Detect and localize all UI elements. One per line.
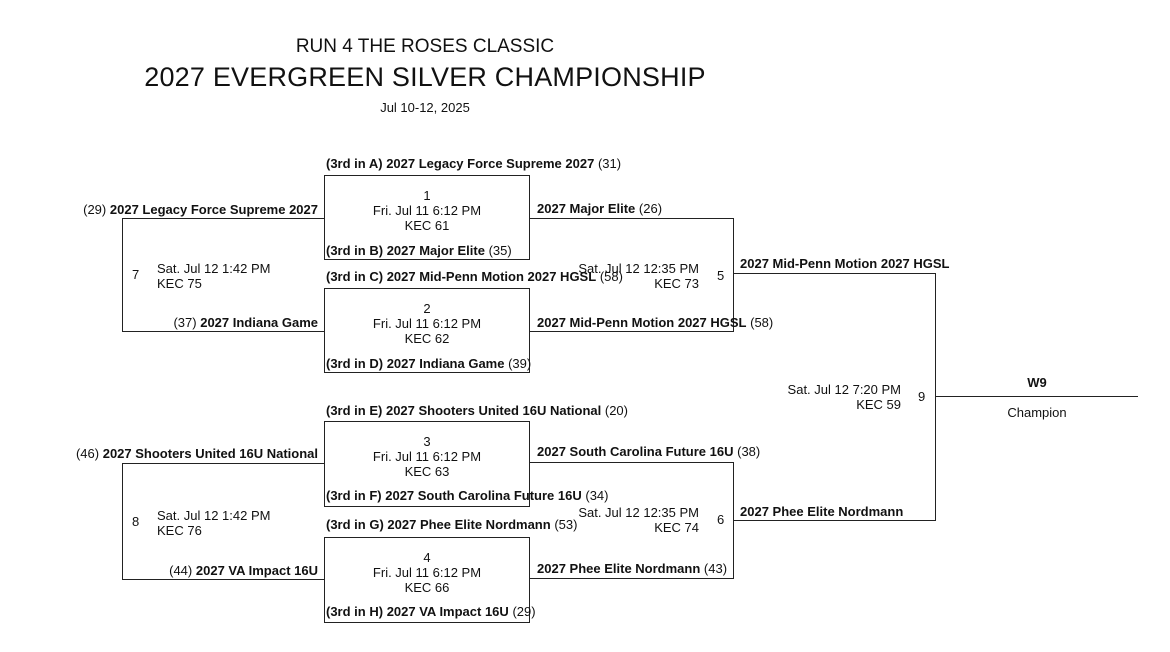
final-time: Sat. Jul 12 7:20 PM (787, 382, 901, 397)
game1-box[interactable]: 1 Fri. Jul 11 6:12 PM KEC 61 (324, 175, 530, 260)
game1-court: KEC 61 (404, 218, 450, 233)
champion-label: Champion (1007, 405, 1067, 420)
game2-box[interactable]: 2 Fri. Jul 11 6:12 PM KEC 62 (324, 288, 530, 373)
final-top-line (734, 273, 936, 274)
game8-top-team: (46) 2027 Shooters United 16U National (75, 446, 318, 461)
final-bottom-team: 2027 Phee Elite Nordmann (740, 504, 904, 519)
game1-top-team: (3rd in A) 2027 Legacy Force Supreme 202… (326, 156, 622, 171)
game5-time: Sat. Jul 12 12:35 PM (578, 261, 699, 276)
game7-bottom-team: (37) 2027 Indiana Game (173, 315, 318, 330)
champion-line (936, 396, 1138, 397)
game4-bottom-team: (3rd in H) 2027 VA Impact 16U (29) (326, 604, 536, 619)
game6-top-line (530, 462, 734, 463)
game6-vertical-line (733, 462, 734, 579)
game5-court: KEC 73 (654, 276, 699, 291)
game1-time: Fri. Jul 11 6:12 PM (372, 203, 482, 218)
final-court: KEC 59 (856, 397, 901, 412)
game6-top-team: 2027 South Carolina Future 16U (38) (537, 444, 761, 459)
game8-bottom-team: (44) 2027 VA Impact 16U (169, 563, 318, 578)
game2-top-team: (3rd in C) 2027 Mid-Penn Motion 2027 HGS… (326, 269, 623, 284)
division-title: 2027 EVERGREEN SILVER CHAMPIONSHIP (144, 62, 706, 92)
game4-top-team: (3rd in G) 2027 Phee Elite Nordmann (53) (326, 517, 578, 532)
game8-court: KEC 76 (157, 523, 202, 538)
game6-time: Sat. Jul 12 12:35 PM (578, 505, 699, 520)
game8-top-line (122, 463, 324, 464)
game6-bottom-line (530, 578, 734, 579)
game5-vertical-line (733, 218, 734, 332)
game4-time: Fri. Jul 11 6:12 PM (372, 565, 482, 580)
game7-top-line (122, 218, 324, 219)
game4-court: KEC 66 (404, 580, 450, 595)
game3-number: 3 (423, 434, 431, 449)
game2-number: 2 (423, 301, 431, 316)
game8-number: 8 (132, 514, 140, 529)
game7-court: KEC 75 (157, 276, 202, 291)
game7-top-team: (29) 2027 Legacy Force Supreme 2027 (83, 202, 318, 217)
game3-top-team: (3rd in E) 2027 Shooters United 16U Nati… (326, 403, 628, 418)
game7-time: Sat. Jul 12 1:42 PM (157, 261, 271, 276)
final-top-team: 2027 Mid-Penn Motion 2027 HGSL (740, 256, 950, 271)
game1-bottom-team: (3rd in B) 2027 Major Elite (35) (326, 243, 512, 258)
game6-bottom-team: 2027 Phee Elite Nordmann (43) (537, 561, 728, 576)
game2-court: KEC 62 (404, 331, 450, 346)
final-number: 9 (918, 389, 926, 404)
game8-vertical-line (122, 463, 123, 580)
champion-slot: W9 (1027, 375, 1047, 390)
final-vertical-line (935, 273, 936, 521)
game3-box[interactable]: 3 Fri. Jul 11 6:12 PM KEC 63 (324, 421, 530, 507)
game3-court: KEC 63 (404, 464, 450, 479)
game1-number: 1 (423, 188, 431, 203)
game5-bottom-team: 2027 Mid-Penn Motion 2027 HGSL (58) (537, 315, 774, 330)
game3-bottom-team: (3rd in F) 2027 South Carolina Future 16… (326, 488, 609, 503)
game3-time: Fri. Jul 11 6:12 PM (372, 449, 482, 464)
game7-vertical-line (122, 218, 123, 332)
game8-bottom-line (122, 579, 324, 580)
event-dates: Jul 10-12, 2025 (380, 100, 470, 115)
final-bottom-line (734, 520, 936, 521)
game7-bottom-line (122, 331, 324, 332)
game6-court: KEC 74 (654, 520, 699, 535)
game8-time: Sat. Jul 12 1:42 PM (157, 508, 271, 523)
game5-number: 5 (717, 268, 725, 283)
event-title: RUN 4 THE ROSES CLASSIC (295, 36, 555, 57)
game7-number: 7 (132, 267, 140, 282)
game4-number: 4 (423, 550, 431, 565)
game2-time: Fri. Jul 11 6:12 PM (372, 316, 482, 331)
game5-bottom-line (530, 331, 734, 332)
game6-number: 6 (717, 512, 725, 527)
game2-bottom-team: (3rd in D) 2027 Indiana Game (39) (326, 356, 532, 371)
game5-top-line (530, 218, 734, 219)
game5-top-team: 2027 Major Elite (26) (537, 201, 663, 216)
game4-box[interactable]: 4 Fri. Jul 11 6:12 PM KEC 66 (324, 537, 530, 623)
